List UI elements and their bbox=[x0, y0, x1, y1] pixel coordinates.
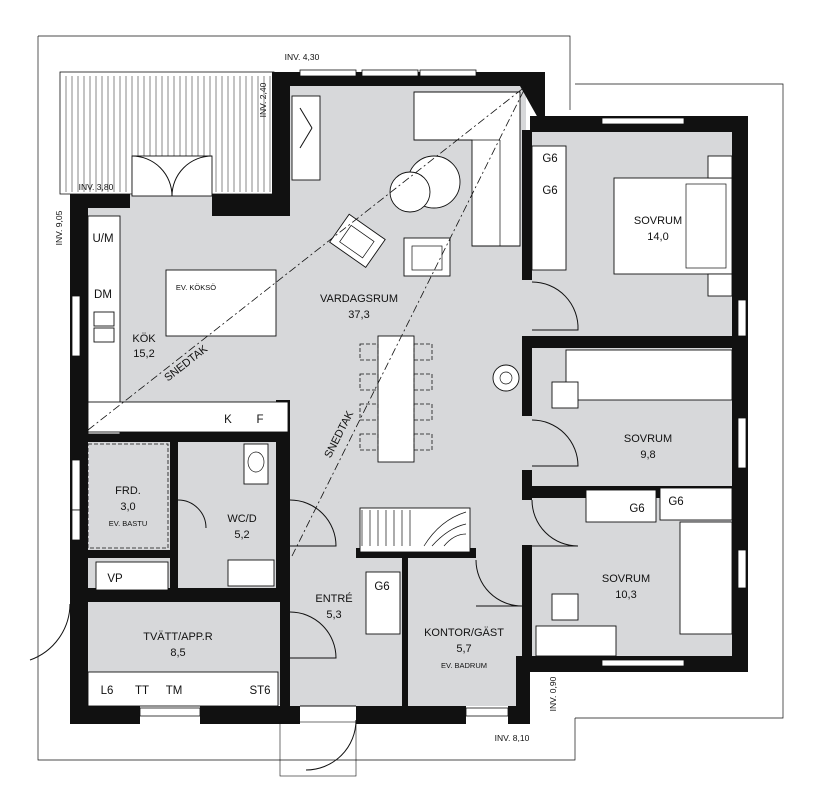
room-name-frd: FRD. bbox=[115, 485, 141, 497]
entry-door bbox=[279, 705, 357, 777]
room-name-kok: KÖK bbox=[132, 333, 156, 345]
fixture-tt: TT bbox=[135, 685, 149, 697]
dining-chair bbox=[413, 373, 433, 391]
fixture-dm: DM bbox=[94, 289, 112, 301]
fixture-tm: TM bbox=[166, 685, 183, 697]
room-area-sovrum-2: 9,8 bbox=[640, 449, 655, 461]
room-name-kontor: KONTOR/GÄST bbox=[424, 627, 504, 639]
dining-chair bbox=[413, 403, 433, 421]
room-area-vardagsrum: 37,3 bbox=[348, 309, 369, 321]
dining-chair bbox=[359, 343, 379, 361]
dining-chair bbox=[359, 373, 379, 391]
room-area-kok: 15,2 bbox=[133, 348, 154, 360]
fixture-vp: VP bbox=[107, 573, 123, 585]
kitchen-counters bbox=[87, 215, 289, 435]
stair-curve bbox=[423, 511, 467, 547]
fixture-g6-2: G6 bbox=[542, 185, 557, 197]
stair-curve bbox=[431, 523, 467, 547]
dining-chair bbox=[413, 343, 433, 361]
dimension-terrace-width: INV. 3,80 bbox=[79, 182, 114, 192]
room-name-sovrum-2: SOVRUM bbox=[624, 433, 672, 445]
room-area-sovrum-1: 14,0 bbox=[647, 231, 668, 243]
dimension-top: INV. 4,30 bbox=[285, 52, 320, 62]
dining-chair bbox=[413, 433, 433, 451]
dining-chair bbox=[359, 433, 379, 451]
stair-curve bbox=[443, 533, 467, 547]
fixture-g6-1: G6 bbox=[542, 153, 557, 165]
fixture-codes: U/M DM K F VP L6 TT TM ST6 G6 G6 G6 G6 G… bbox=[92, 153, 683, 697]
kitchen-island-label: EV. KÖKSÖ bbox=[176, 283, 216, 292]
fixture-k: K bbox=[224, 414, 232, 426]
room-name-wcd: WC/D bbox=[227, 513, 256, 525]
door-swings bbox=[29, 281, 579, 661]
room-name-tvatt: TVÄTT/APP.R bbox=[143, 631, 213, 643]
fixture-g6-4: G6 bbox=[668, 496, 683, 508]
walls bbox=[70, 72, 748, 724]
fixture-um: U/M bbox=[92, 233, 113, 245]
fixture-f: F bbox=[256, 414, 263, 426]
living-furniture bbox=[291, 91, 521, 463]
dimension-left: INV. 9,05 bbox=[54, 210, 64, 245]
stairs bbox=[361, 510, 467, 547]
room-area-tvatt: 8,5 bbox=[170, 647, 185, 659]
dining-chair bbox=[359, 403, 379, 421]
room-area-wcd: 5,2 bbox=[234, 529, 249, 541]
room-name-entre: ENTRÉ bbox=[315, 592, 352, 605]
room-note-frd: EV. BASTU bbox=[109, 519, 148, 528]
room-area-frd: 3,0 bbox=[120, 501, 135, 513]
fixture-st6: ST6 bbox=[249, 685, 270, 697]
room-area-kontor: 5,7 bbox=[456, 643, 471, 655]
room-note-kontor: EV. BADRUM bbox=[441, 661, 487, 670]
fixture-l6: L6 bbox=[101, 685, 114, 697]
dimension-labels: INV. 4,30 INV. 2,40 INV. 3,80 INV. 9,05 … bbox=[54, 52, 558, 743]
terrace-door bbox=[131, 155, 213, 197]
sloped-ceiling-lines bbox=[87, 85, 527, 557]
room-name-sovrum-3: SOVRUM bbox=[602, 573, 650, 585]
room-area-sovrum-3: 10,3 bbox=[615, 589, 636, 601]
dimension-terrace-height: INV. 2,40 bbox=[258, 82, 268, 117]
dimension-right-small: INV. 0,90 bbox=[548, 676, 558, 711]
windows bbox=[71, 69, 747, 717]
dimension-bottom: INV. 8,10 bbox=[495, 733, 530, 743]
fixture-g6-5: G6 bbox=[374, 581, 389, 593]
bedroom-furniture bbox=[531, 145, 733, 657]
room-name-vardagsrum: VARDAGSRUM bbox=[320, 293, 398, 305]
room-name-sovrum-1: SOVRUM bbox=[634, 215, 682, 227]
outer-boundary bbox=[37, 35, 784, 761]
kitchen-island bbox=[165, 269, 277, 337]
room-area-entre: 5,3 bbox=[326, 609, 341, 621]
fixture-g6-3: G6 bbox=[629, 503, 644, 515]
